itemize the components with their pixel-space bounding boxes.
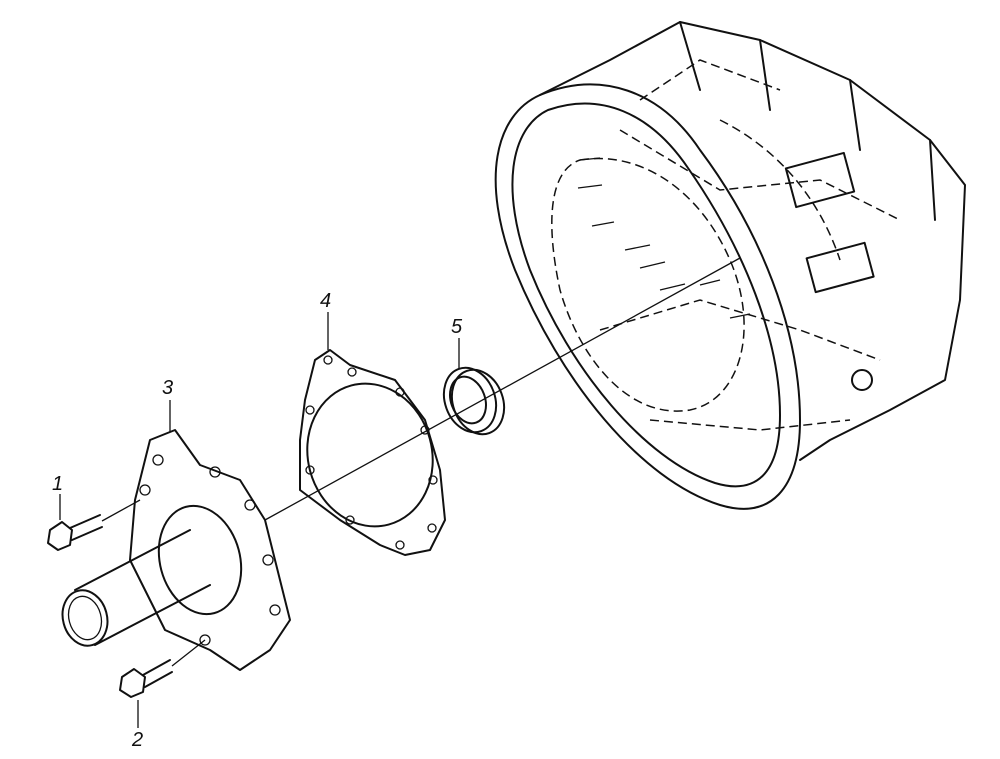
callout-5: 5	[451, 316, 463, 338]
bolt-2-part	[119, 639, 206, 698]
callout-4: 4	[320, 290, 332, 312]
oil-seal-part	[442, 366, 506, 436]
callout-3: 3	[162, 377, 174, 399]
gasket-part	[299, 349, 446, 556]
assembly-axis-line	[264, 257, 741, 521]
bolt-1-part	[47, 499, 141, 551]
transmission-housing	[494, 21, 966, 510]
callout-leader-lines	[59, 312, 460, 728]
callout-1: 1	[52, 473, 64, 495]
callout-2: 2	[132, 729, 144, 751]
bearing-cover-part	[61, 429, 291, 671]
